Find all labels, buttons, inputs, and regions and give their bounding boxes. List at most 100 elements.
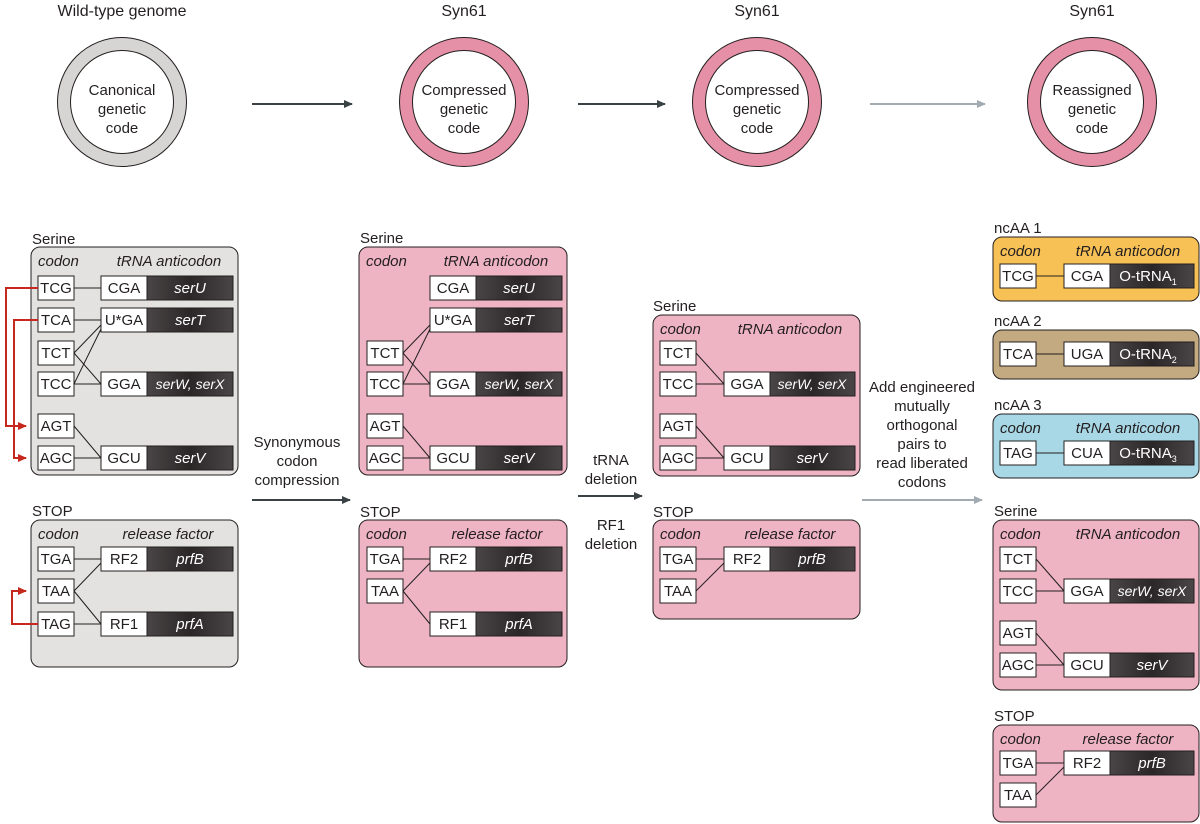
codon-box: AGC: [366, 445, 404, 471]
svg-text:TAA: TAA: [42, 583, 70, 600]
svg-text:serU: serU: [174, 280, 206, 297]
svg-text:prfB: prfB: [1137, 755, 1166, 772]
svg-text:CGA: CGA: [437, 280, 470, 297]
svg-text:O-tRNA2: O-tRNA2: [1119, 346, 1177, 365]
step-label: read liberated: [876, 455, 968, 472]
svg-text:prfB: prfB: [504, 551, 533, 568]
ring-label-line: Canonical: [89, 82, 156, 99]
step-label: Synonymous: [254, 434, 341, 451]
codon-box: TGA: [37, 546, 75, 572]
svg-text:TCT: TCT: [663, 345, 692, 362]
svg-text:TGA: TGA: [370, 551, 401, 568]
codon-header: codon: [660, 526, 701, 543]
svg-text:TGA: TGA: [1003, 755, 1034, 772]
svg-text:RF2: RF2: [110, 551, 138, 568]
codon-box: TCC: [999, 578, 1037, 604]
anticodon-gene-row: GGA serW, serX: [100, 371, 234, 397]
codon-box: TAA: [999, 782, 1037, 808]
codon-box: TCA: [999, 341, 1037, 367]
release-factor-header: release factor: [1083, 731, 1175, 748]
codon-box: AGT: [659, 413, 697, 439]
svg-text:UGA: UGA: [1071, 346, 1104, 363]
svg-text:RF1: RF1: [439, 616, 467, 633]
svg-text:GGA: GGA: [107, 376, 140, 393]
codon-header: codon: [38, 253, 79, 270]
svg-text:GCU: GCU: [1070, 657, 1103, 674]
stage-title: Wild-type genome: [58, 3, 187, 20]
step-label: Add engineered: [869, 379, 975, 396]
stop-label: STOP: [360, 504, 401, 521]
codon-header: codon: [660, 321, 701, 338]
svg-text:prfA: prfA: [175, 616, 204, 633]
svg-text:TCT: TCT: [1003, 551, 1032, 568]
svg-text:GCU: GCU: [107, 450, 140, 467]
svg-text:TCA: TCA: [41, 312, 71, 329]
svg-text:O-tRNA3: O-tRNA3: [1119, 445, 1177, 464]
svg-text:TCT: TCT: [41, 345, 70, 362]
codon-header: codon: [1000, 243, 1041, 260]
serine-label: Serine: [653, 298, 696, 315]
codon-header: codon: [38, 526, 79, 543]
genome-ring: [1027, 37, 1157, 167]
svg-text:TAG: TAG: [1003, 445, 1033, 462]
svg-text:AGC: AGC: [662, 450, 695, 467]
svg-text:TAG: TAG: [41, 616, 71, 633]
step-label: mutually: [894, 398, 950, 415]
release-factor-header: release factor: [452, 526, 544, 543]
step-label: codons: [898, 474, 946, 491]
svg-text:serW, serX: serW, serX: [156, 376, 225, 392]
o-trna-subscript: 1: [1172, 277, 1177, 287]
stage-title: Syn61: [734, 3, 779, 20]
step-label: tRNA: [593, 452, 629, 469]
ring-label-line: genetic: [733, 101, 782, 118]
o-trna-name: O-tRNA: [1119, 445, 1172, 462]
svg-text:GCU: GCU: [436, 450, 469, 467]
codon-box: TGA: [999, 750, 1037, 776]
o-trna-subscript: 2: [1172, 355, 1177, 365]
ring-label-line: Reassigned: [1052, 82, 1131, 99]
svg-text:CGA: CGA: [108, 280, 141, 297]
o-trna-subscript: 3: [1172, 454, 1177, 464]
codon-box: TCC: [37, 371, 75, 397]
stage-header-3: Syn61 Compressed genetic code: [692, 3, 822, 167]
step-label: pairs to: [897, 436, 946, 453]
svg-text:serV: serV: [504, 450, 537, 467]
svg-text:GGA: GGA: [730, 376, 763, 393]
stage-title: Syn61: [1069, 3, 1114, 20]
ncaa-label: ncAA 2: [994, 313, 1042, 330]
svg-text:RF2: RF2: [1073, 755, 1101, 772]
codon-box: TCG: [999, 263, 1037, 289]
svg-text:serV: serV: [797, 450, 830, 467]
stage-header-2: Syn61 Compressed genetic code: [399, 3, 529, 167]
codon-box: TAA: [659, 578, 697, 604]
codon-box: TGA: [659, 546, 697, 572]
svg-text:TAA: TAA: [664, 583, 692, 600]
wild-type-serine-panel: [30, 246, 239, 476]
codon-box: TAA: [366, 578, 404, 604]
svg-text:serU: serU: [503, 280, 535, 297]
codon-box: TCA: [37, 307, 75, 333]
codon-box: TAG: [37, 611, 75, 637]
step-label: orthogonal: [887, 417, 958, 434]
ring-label-line: genetic: [440, 101, 489, 118]
codon-header: codon: [1000, 526, 1041, 543]
codon-box: TCC: [659, 371, 697, 397]
stage-header-4: Syn61 Reassigned genetic code: [1027, 3, 1157, 167]
step-label: compression: [254, 472, 339, 489]
ring-label-line: code: [448, 120, 481, 137]
release-factor-row: RF2 prfB: [1063, 750, 1195, 776]
codon-box: TGA: [366, 546, 404, 572]
svg-text:AGT: AGT: [1003, 625, 1034, 642]
serine-label: Serine: [994, 503, 1037, 520]
svg-text:serT: serT: [504, 312, 536, 329]
codon-header: codon: [1000, 731, 1041, 748]
syn61-compressed-serine-panel: [358, 246, 568, 476]
